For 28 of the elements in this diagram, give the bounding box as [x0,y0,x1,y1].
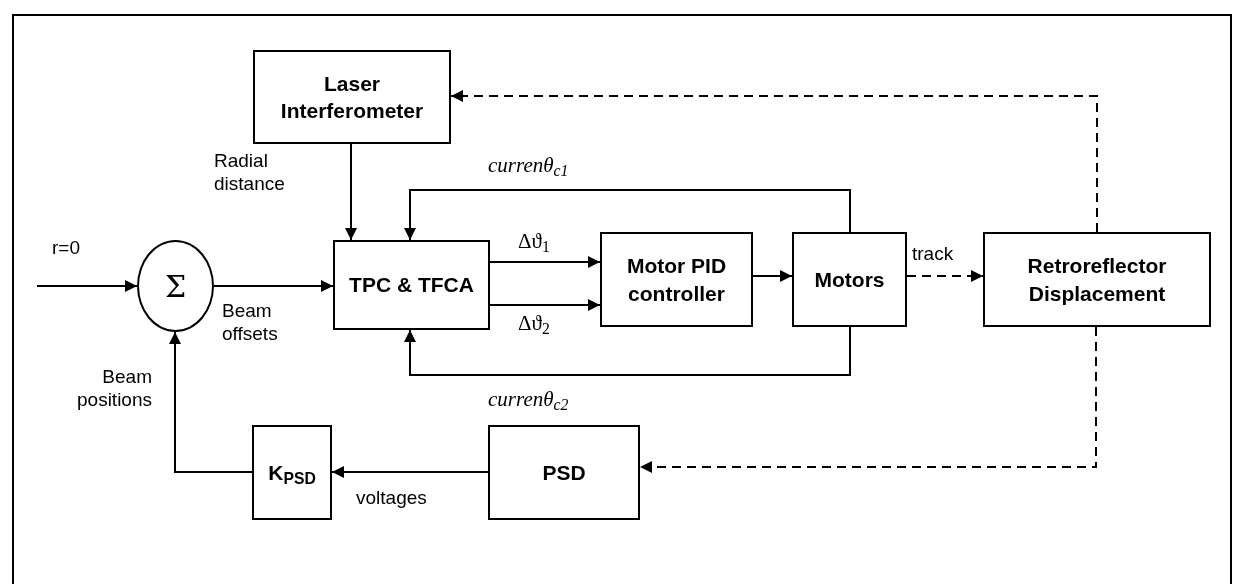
arrow [213,280,334,292]
arrow [36,280,138,292]
arrow [169,331,253,473]
dashed-arrow [639,326,1097,473]
arrow [331,466,489,478]
block-label: PSD [541,459,587,486]
block [253,50,451,144]
block-label: Motor PID controller [625,253,728,307]
arrow [404,326,851,376]
dashed-arrow [906,270,984,282]
arrow [489,256,601,268]
dashed-arrow [450,90,1098,233]
block-label: Motors [813,266,886,293]
block [983,232,1211,327]
block-label: K$_{PSD}$ [267,459,317,487]
block [792,232,907,327]
block-label: Retroreflector Displacement [1026,253,1168,307]
block [600,232,753,327]
block [333,240,490,330]
block [252,425,332,520]
block-label: TPC & TFCA [348,272,475,299]
arrow [489,299,601,311]
sigma-symbol: Σ [164,267,187,306]
block [488,425,640,520]
arrow [752,270,793,282]
block-label: Laser Interferometer [279,70,425,124]
arrow [345,143,357,241]
arrow [404,189,851,241]
